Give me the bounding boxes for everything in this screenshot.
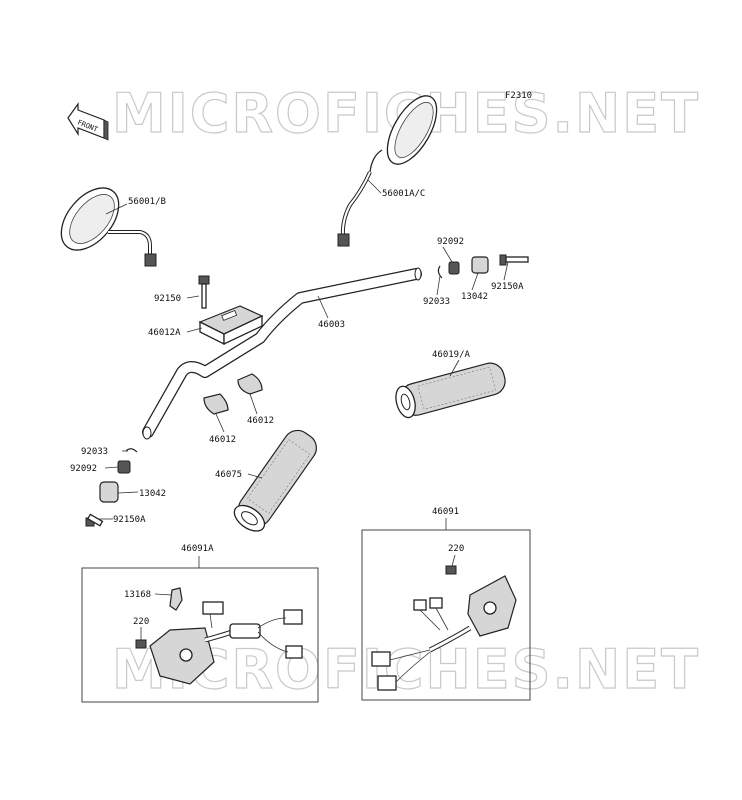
- holder-lower-left: [203, 393, 229, 415]
- grip-left: [233, 429, 317, 532]
- label-holder-upper: 46012A: [148, 328, 181, 338]
- switch-left-box: [81, 556, 319, 703]
- mirror-left: [60, 187, 157, 267]
- switch-right-box: [361, 518, 531, 701]
- figure-code: F2310: [505, 91, 532, 101]
- bolt-top: [198, 275, 210, 309]
- grip-right: [395, 362, 506, 419]
- label-weight-right: 13042: [461, 292, 488, 302]
- bolt-right: [499, 254, 529, 266]
- label-switch-right-screw: 220: [448, 544, 464, 554]
- label-switch-right-assy: 46091: [432, 507, 459, 517]
- weight-right: [471, 256, 489, 274]
- label-grip-right: 46019/A: [432, 350, 471, 360]
- front-arrow-icon: FRONT: [67, 102, 109, 141]
- clip-left: [117, 460, 131, 474]
- ring-left: [125, 448, 138, 453]
- label-bolt-right: 92150A: [491, 282, 524, 292]
- label-mirror-left: 56001/B: [128, 197, 166, 207]
- bolt-left: [85, 513, 104, 527]
- mirror-right: [337, 95, 438, 247]
- holder-upper: [198, 305, 264, 346]
- label-bolt-top: 92150: [154, 294, 181, 304]
- label-handlebar: 46003: [318, 320, 345, 330]
- label-holder-lower-right: 46012: [247, 416, 274, 426]
- ring-right: [437, 265, 443, 279]
- label-weight-left: 13042: [139, 489, 166, 499]
- label-ring-left: 92033: [81, 447, 108, 457]
- label-switch-left-screw: 220: [133, 617, 149, 627]
- label-grip-left: 46075: [215, 470, 242, 480]
- holder-lower-right: [237, 373, 263, 395]
- label-clip-right: 92092: [437, 237, 464, 247]
- label-clip-left: 92092: [70, 464, 97, 474]
- label-switch-left-part: 13168: [124, 590, 151, 600]
- weight-left: [99, 481, 119, 503]
- handlebar: [142, 267, 422, 440]
- label-holder-lower-left: 46012: [209, 435, 236, 445]
- label-ring-right: 92033: [423, 297, 450, 307]
- label-mirror-right: 56001A/C: [382, 189, 425, 199]
- label-switch-left-assy: 46091A: [181, 544, 214, 554]
- label-bolt-left: 92150A: [113, 515, 146, 525]
- leader-lines: [98, 179, 509, 640]
- clip-right: [448, 261, 460, 275]
- part-labels: 56001/B 56001A/C 92150 46012A 46003 9209…: [70, 189, 524, 627]
